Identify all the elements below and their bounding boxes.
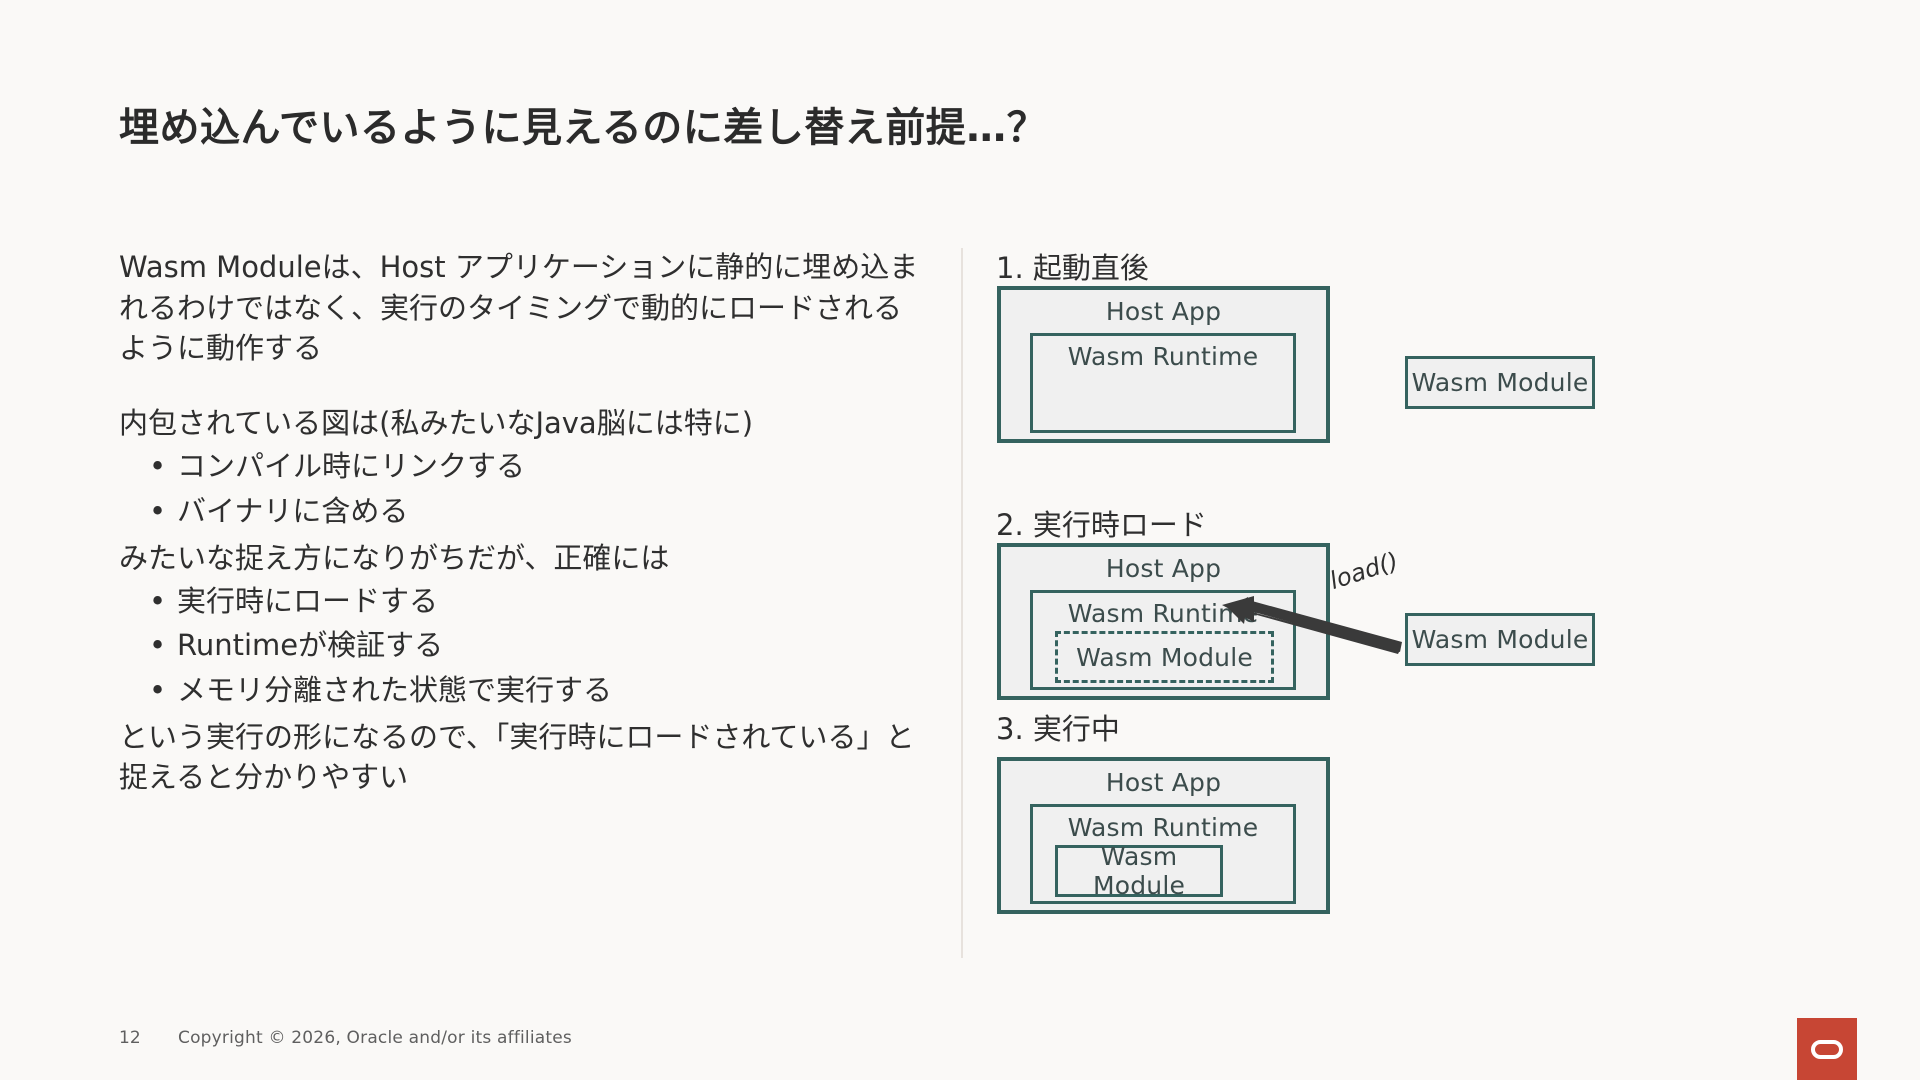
paragraph-conclusion: という実行の形になるので、「実行時にロードされている」と捉えると分かりやすい	[119, 719, 915, 795]
wasm-runtime-label: Wasm Runtime	[1067, 342, 1259, 371]
list-item: • メモリ分離された状態で実行する	[119, 670, 929, 711]
list-item-label: 実行時にロードする	[177, 584, 439, 619]
paragraph-correction-intro: みたいな捉え方になりがちだが、正確には	[119, 540, 670, 575]
wasm-module-label: Wasm Module	[1076, 642, 1253, 672]
list-item: • コンパイル時にリンクする	[119, 446, 929, 487]
list-item: • Runtimeが検証する	[119, 625, 929, 666]
right-diagram-column: 1. 起動直後 Host App Wasm Runtime Wasm Modul…	[990, 245, 1870, 960]
wasm-module-label: Wasm Module	[1092, 842, 1186, 900]
left-text-column: Wasm Moduleは、Host アプリケーションに静的に埋め込まれるわけでは…	[119, 247, 929, 798]
column-divider	[961, 248, 963, 958]
host-app-label: Host App	[1105, 554, 1222, 583]
bullet-dot-icon: •	[149, 672, 167, 707]
list-item-label: バイナリに含める	[177, 493, 409, 528]
external-wasm-module-box-2: Wasm Module	[1405, 613, 1595, 666]
step-1-label: 1. 起動直後	[996, 251, 1149, 285]
wasm-runtime-label: Wasm Runtime	[1067, 813, 1259, 842]
inner-wasm-module-box-3: Wasm Module	[1055, 842, 1223, 900]
bullet-list-corrections: • 実行時にロードする • Runtimeが検証する • メモリ分離された状態で…	[119, 581, 929, 711]
list-item-label: Runtimeが検証する	[177, 628, 444, 663]
wasm-runtime-box-3: Wasm Runtime Wasm Module	[1030, 804, 1296, 904]
diagram-step-1: 1. 起動直後 Host App Wasm Runtime Wasm Modul…	[990, 245, 1870, 450]
step-2-label: 2. 実行時ロード	[996, 508, 1207, 542]
oracle-ring-icon	[1811, 1039, 1843, 1059]
footer-copyright: Copyright © 2026, Oracle and/or its affi…	[178, 1028, 572, 1048]
paragraph-misconception-intro: 内包されている図は(私みたいなJava脳には特に)	[119, 405, 754, 440]
oracle-logo	[1797, 1018, 1857, 1080]
footer-page-number: 12	[119, 1028, 141, 1048]
bullet-dot-icon: •	[149, 628, 167, 663]
list-item-label: メモリ分離された状態で実行する	[177, 672, 613, 707]
inner-wasm-module-box-2: Wasm Module	[1055, 631, 1274, 683]
load-arrow-icon	[1222, 596, 1402, 654]
paragraph-intro: Wasm Moduleは、Host アプリケーションに静的に埋め込まれるわけでは…	[119, 250, 919, 366]
external-wasm-module-box-1: Wasm Module	[1405, 356, 1595, 409]
host-app-box-1: Host App Wasm Runtime	[997, 286, 1330, 443]
bullet-dot-icon: •	[149, 584, 167, 619]
paragraph-spacer	[119, 369, 929, 403]
bullet-list-misconceptions: • コンパイル時にリンクする • バイナリに含める	[119, 446, 929, 531]
wasm-module-label: Wasm Module	[1411, 625, 1589, 654]
list-item: • バイナリに含める	[119, 491, 929, 532]
list-item: • 実行時にロードする	[119, 581, 929, 622]
bullet-dot-icon: •	[149, 493, 167, 528]
wasm-runtime-box-1: Wasm Runtime	[1030, 333, 1296, 433]
wasm-module-label: Wasm Module	[1411, 368, 1589, 397]
step-3-label: 3. 実行中	[996, 712, 1120, 746]
list-item-label: コンパイル時にリンクする	[177, 449, 526, 484]
host-app-box-3: Host App Wasm Runtime Wasm Module	[997, 757, 1330, 914]
host-app-label: Host App	[1105, 297, 1222, 326]
diagram-step-3: 3. 実行中 Host App Wasm Runtime Wasm Module	[990, 706, 1870, 916]
page-title: 埋め込んでいるように見えるのに差し替え前提…？	[119, 105, 1048, 151]
diagram-step-2: 2. 実行時ロード Host App Wasm Runtime Wasm Mod…	[990, 502, 1870, 707]
host-app-label: Host App	[1105, 768, 1222, 797]
bullet-dot-icon: •	[149, 449, 167, 484]
